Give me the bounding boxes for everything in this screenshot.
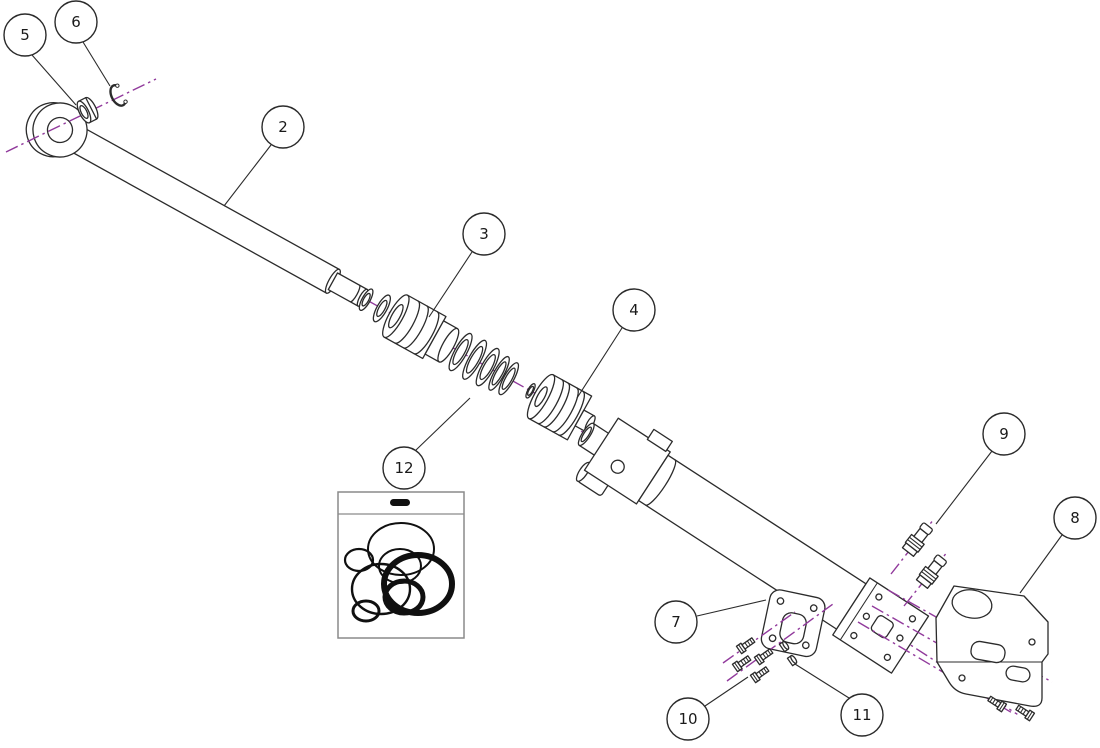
callout-number: 6 bbox=[71, 13, 81, 31]
rod-seal-ring-b bbox=[372, 294, 391, 323]
mounting-bolt bbox=[753, 646, 775, 666]
rod-eye bbox=[25, 102, 88, 158]
bolt-centerline bbox=[726, 603, 834, 682]
lock-nut bbox=[786, 654, 799, 667]
mounting-bolt bbox=[735, 635, 757, 655]
callout-4: 4 bbox=[576, 288, 656, 399]
rod-seal-ring-a bbox=[358, 288, 374, 312]
hydraulic-fitting bbox=[915, 554, 947, 589]
callout-circle bbox=[840, 693, 884, 737]
seal-kit-rings bbox=[343, 522, 455, 623]
seal-kit-bag bbox=[337, 491, 465, 639]
o-ring-small bbox=[525, 383, 536, 399]
callout-number: 4 bbox=[629, 301, 639, 319]
rod-assembly bbox=[25, 102, 621, 441]
callout-11: 11 bbox=[794, 663, 884, 737]
callout-number: 8 bbox=[1070, 509, 1080, 527]
callout-number: 11 bbox=[852, 706, 871, 724]
cylinder-barrel bbox=[575, 417, 930, 674]
mounting-bracket bbox=[935, 585, 1049, 707]
mounting-bolt bbox=[749, 664, 771, 684]
bolt-centerline bbox=[722, 611, 796, 664]
callout-7: 7 bbox=[654, 599, 767, 644]
backup-ring bbox=[448, 332, 473, 372]
barrel-assembly bbox=[575, 417, 1018, 715]
callout-circle bbox=[666, 697, 710, 741]
callout-circle bbox=[982, 412, 1026, 456]
snap-ring bbox=[109, 83, 128, 107]
callout-circle bbox=[261, 105, 305, 149]
callout-number: 7 bbox=[671, 613, 681, 631]
callout-6: 6 bbox=[54, 0, 111, 87]
seal-stack bbox=[462, 339, 520, 396]
callout-number: 5 bbox=[20, 26, 30, 44]
callout-number: 3 bbox=[479, 225, 489, 243]
callout-number: 2 bbox=[278, 118, 288, 136]
gland-head bbox=[382, 294, 460, 363]
callout-number: 9 bbox=[999, 425, 1009, 443]
callout-8: 8 bbox=[1019, 496, 1097, 594]
pivot-bushing bbox=[76, 96, 99, 124]
callout-circle bbox=[462, 212, 506, 256]
callout-circle bbox=[382, 446, 426, 490]
callout-circle bbox=[54, 0, 98, 44]
piston-rod bbox=[70, 127, 369, 307]
callout-2: 2 bbox=[223, 105, 305, 207]
hydraulic-fitting bbox=[901, 522, 933, 557]
mounting-plate bbox=[760, 589, 826, 658]
callout-number: 10 bbox=[678, 710, 697, 728]
callout-circle bbox=[1053, 496, 1097, 540]
callout-circle bbox=[612, 288, 656, 332]
callout-5: 5 bbox=[3, 13, 77, 106]
callout-number: 12 bbox=[394, 459, 413, 477]
callout-12: 12 bbox=[382, 397, 471, 490]
mounting-bolt bbox=[731, 653, 753, 673]
callout-9: 9 bbox=[935, 412, 1026, 525]
callout-circle bbox=[3, 13, 47, 57]
callout-10: 10 bbox=[666, 676, 749, 741]
piston bbox=[526, 373, 596, 441]
bag-hanger-hole bbox=[390, 499, 410, 506]
callout-circle bbox=[654, 600, 698, 644]
callout-3: 3 bbox=[428, 212, 506, 318]
